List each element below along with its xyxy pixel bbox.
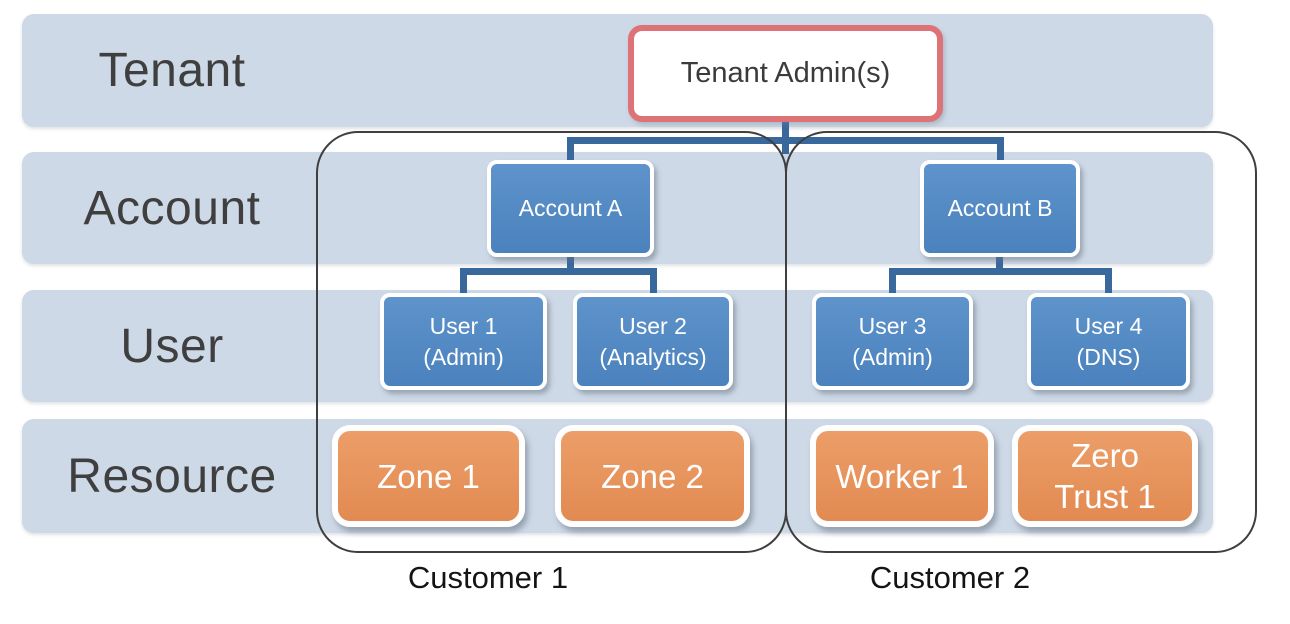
connector-account-b-hline (889, 268, 1112, 275)
user-3-name: User 3 (858, 312, 927, 339)
row-label-resource: Resource (67, 449, 277, 503)
user-1-name: User 1 (429, 312, 498, 339)
user-1-box: User 1 (Admin) (380, 293, 547, 390)
row-label-account: Account (83, 181, 261, 235)
user-2-role: (Analytics) (599, 343, 707, 370)
user-2-box: User 2 (Analytics) (573, 293, 733, 390)
zone-2-box: Zone 2 (555, 425, 750, 527)
tenant-admin-label: Tenant Admin(s) (680, 57, 891, 89)
user-3-role: (Admin) (852, 343, 933, 370)
customer-1-label: Customer 1 (407, 560, 569, 595)
connector-tenant-drop-left (567, 137, 574, 162)
zone-2-label-line1: Zone 2 (601, 457, 704, 495)
zone-1-label-line1: Zone 1 (377, 457, 480, 495)
account-a-box: Account A (487, 160, 654, 257)
account-b-label: Account B (947, 195, 1053, 221)
worker-1-box: Worker 1 (810, 425, 994, 527)
connector-account-a-hline (460, 268, 657, 275)
account-a-label: Account A (518, 195, 623, 221)
worker-1-label-line1: Worker 1 (835, 457, 969, 495)
row-band-tenant (22, 14, 1213, 127)
connector-account-b-stub (996, 255, 1003, 275)
user-2-name: User 2 (619, 312, 687, 339)
user-4-box: User 4 (DNS) (1027, 293, 1190, 390)
connector-tenant-drop-right (997, 137, 1004, 162)
connector-account-b-drop-left (889, 268, 896, 295)
connector-account-b-drop-right (1105, 268, 1112, 295)
customer-2-label: Customer 2 (869, 560, 1031, 595)
account-b-box: Account B (920, 160, 1080, 257)
row-label-tenant: Tenant (98, 44, 246, 97)
connector-account-a-drop-right (650, 268, 657, 295)
zone-1-box: Zone 1 (332, 425, 525, 527)
connector-account-a-drop-left (460, 268, 467, 295)
zero-trust-1-box: Zero Trust 1 (1012, 425, 1198, 527)
row-label-user: User (120, 319, 224, 373)
tenant-admin-box: Tenant Admin(s) (628, 25, 943, 122)
user-4-name: User 4 (1074, 312, 1143, 339)
connector-tenant-hline (567, 137, 1004, 144)
user-3-box: User 3 (Admin) (812, 293, 973, 390)
customer-2-group-outline (785, 131, 1257, 553)
user-4-role: (DNS) (1076, 343, 1141, 370)
zero-trust-1-label-line1: Zero (1071, 437, 1139, 474)
user-1-role: (Admin) (423, 343, 504, 370)
zero-trust-1-label-line2: Trust 1 (1054, 478, 1156, 515)
connector-account-a-stub (567, 255, 574, 275)
